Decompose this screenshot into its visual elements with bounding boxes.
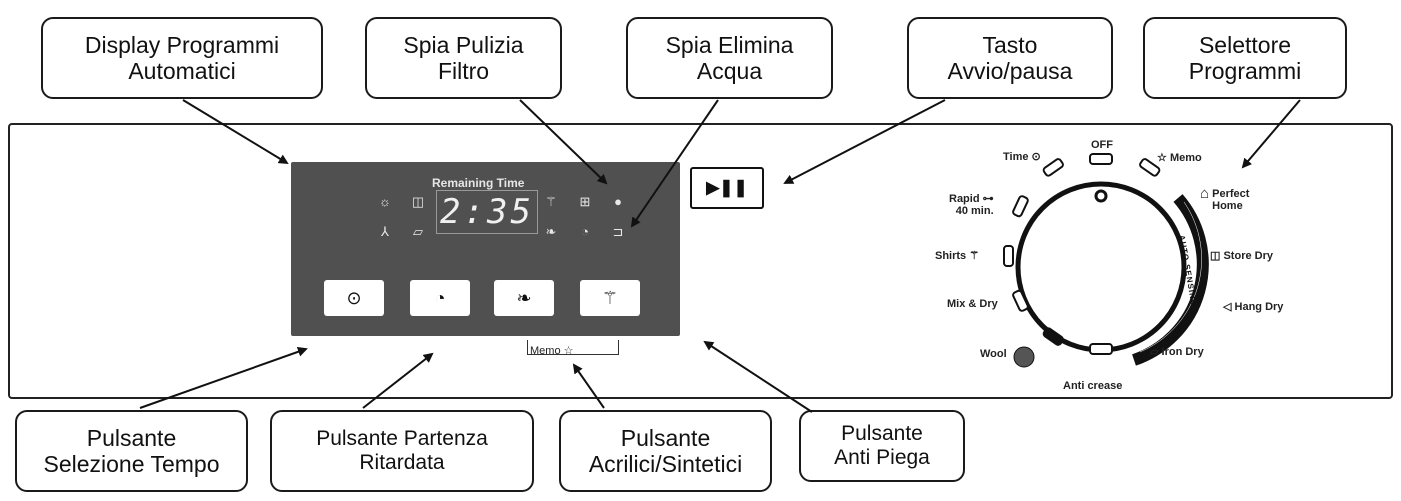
callout-line: Anti Piega — [834, 446, 930, 469]
tank-icon: ⊐ — [612, 224, 624, 239]
memo-bracket — [527, 340, 619, 355]
iron-icon: ▱ — [1150, 346, 1159, 358]
star-icon: ☆ — [1157, 152, 1167, 164]
prog-memo-label: ☆ Memo — [1157, 152, 1202, 164]
leaf-indicator-icon: ❧ — [545, 224, 557, 239]
callout-line: Display Programmi — [84, 31, 280, 58]
mixdry-position-marker — [1012, 289, 1029, 312]
hanger-icon: ◁ — [1223, 301, 1232, 313]
delay-start-button[interactable]: ◔ — [410, 280, 470, 316]
callout-line: Pulsante — [86, 424, 177, 451]
callout-line: Pulsante — [841, 421, 923, 445]
arrow-tempo — [139, 346, 308, 409]
clock-icon: ⊙ — [1031, 151, 1041, 163]
auto-sensing-arc — [1132, 194, 1209, 366]
wool-position-marker — [1042, 327, 1064, 346]
callout-spia-elimina: Spia Elimina Acqua — [626, 17, 833, 99]
prog-rapid-label: Rapid ⊶40 min. — [949, 193, 994, 217]
rapid-position-marker — [1012, 195, 1029, 218]
time-position-marker — [1042, 158, 1064, 177]
callout-line: Filtro — [437, 58, 490, 84]
callout-line: Avvio/pausa — [947, 58, 1073, 84]
callout-line: Selezione Tempo — [43, 451, 220, 477]
store-dry-icon: ◫ — [1210, 250, 1221, 262]
anticrease-button[interactable]: ⚚ — [580, 280, 640, 316]
prog-mixdry-label: Mix & Dry — [947, 298, 998, 310]
store-dry-icon: ◫ — [411, 194, 425, 209]
delay-indicator-icon: ◔ — [581, 224, 589, 239]
prog-store-dry-label: ◫ Store Dry — [1210, 250, 1273, 262]
arrow-pulizia — [519, 99, 608, 185]
start-pause-button[interactable]: ▶❚❚ — [690, 167, 764, 209]
prog-off-label: OFF — [1091, 139, 1113, 151]
callout-line: Spia Pulizia — [403, 31, 524, 58]
delay-timer-icon: ◔ — [434, 287, 446, 308]
arrow-acrilici — [572, 363, 605, 409]
play-pause-icon: ▶❚❚ — [706, 178, 748, 197]
callout-line: Acrilici/Sintetici — [588, 451, 743, 477]
callout-line: Pulsante — [620, 424, 711, 451]
callout-pulsante-partenza: Pulsante Partenza Ritardata — [270, 410, 534, 492]
time-select-button[interactable]: ⊙ — [324, 280, 384, 316]
callout-line: Programmi — [1188, 58, 1302, 84]
shirts-position-marker — [1003, 245, 1014, 267]
acrylic-button[interactable]: ❧ — [494, 280, 554, 316]
iron-icon: ▱ — [413, 224, 423, 239]
prog-hang-dry-label: ◁ Hang Dry — [1223, 301, 1284, 313]
callout-selettore: Selettore Programmi — [1143, 17, 1347, 99]
prog-shirts-label: Shirts ⚚ — [935, 250, 980, 262]
callout-pulsante-acrilici: Pulsante Acrilici/Sintetici — [559, 410, 772, 492]
shirt-icon: ⚚ — [969, 250, 980, 262]
callout-line: Automatici — [128, 58, 236, 84]
arrow-display — [182, 99, 289, 165]
water-drain-icon: ● — [614, 194, 622, 209]
remaining-time-label: Remaining Time — [432, 176, 525, 190]
prog-anticrease-label: Anti crease — [1063, 380, 1123, 392]
callout-pulsante-tempo: Pulsante Selezione Tempo — [15, 410, 248, 492]
prog-iron-dry-label: ▱ Iron Dry — [1150, 346, 1204, 358]
prog-wool-label: Wool — [980, 348, 1007, 360]
arrow-selettore — [1241, 99, 1301, 169]
callout-tasto-avvio: Tasto Avvio/pausa — [907, 17, 1113, 99]
arrow-elimina — [630, 99, 719, 228]
shirt-icon: ⚚ — [601, 287, 619, 308]
arrow-avvio — [783, 99, 946, 184]
memo-label: Memo ☆ — [530, 345, 574, 357]
arrow-partenza — [362, 352, 434, 409]
callout-pulsante-antipiega: Pulsante Anti Piega — [799, 410, 965, 482]
dial-pointer — [1094, 189, 1108, 203]
leaf-icon: ❧ — [516, 287, 532, 308]
callout-line: Spia Elimina — [665, 31, 794, 58]
callout-line: Tasto — [982, 31, 1038, 58]
time-display: 2:35 — [436, 190, 538, 234]
prog-time-label: Time ⊙ — [1003, 151, 1041, 163]
anticrease-indicator-icon: ⚚ — [545, 194, 557, 209]
clock-icon: ⊙ — [346, 287, 362, 308]
anticrease-position-marker — [1089, 343, 1113, 355]
wool-icon — [1013, 346, 1035, 368]
callout-line: Pulsante Partenza — [316, 426, 488, 450]
house-icon: ⌂ — [1200, 185, 1210, 202]
callout-spia-pulizia: Spia Pulizia Filtro — [365, 17, 562, 99]
arrow-antipiega — [703, 340, 813, 413]
callout-line: Acqua — [696, 58, 763, 84]
callout-line: Selettore — [1198, 31, 1292, 58]
callout-display-programmi: Display Programmi Automatici — [41, 17, 323, 99]
callout-line: Ritardata — [359, 451, 445, 474]
hanger-icon: ⅄ — [381, 224, 389, 239]
filter-cleaning-icon: ⊞ — [579, 194, 591, 209]
memo-position-marker — [1139, 158, 1161, 177]
sun-icon: ☼ — [379, 194, 391, 209]
off-position-marker — [1089, 153, 1113, 165]
